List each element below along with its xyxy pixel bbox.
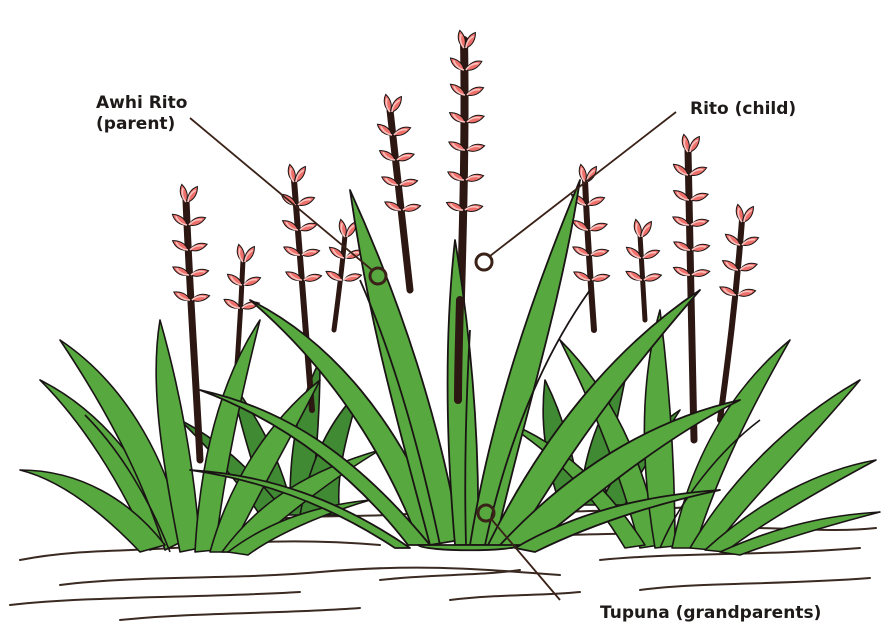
child-marker-circle-icon [476, 254, 492, 270]
rito-label: Rito (child) [690, 99, 796, 120]
awhi-rito-label: Awhi Rito (parent) [96, 93, 187, 135]
front-stalk-bases [458, 300, 460, 400]
tupuna-label: Tupuna (grandparents) [600, 603, 821, 624]
parent-leader-line [190, 118, 372, 270]
awhi-rito-label-line1: Awhi Rito [96, 93, 187, 114]
awhi-rito-label-line2: (parent) [96, 114, 187, 135]
child-leader-line [490, 112, 676, 256]
